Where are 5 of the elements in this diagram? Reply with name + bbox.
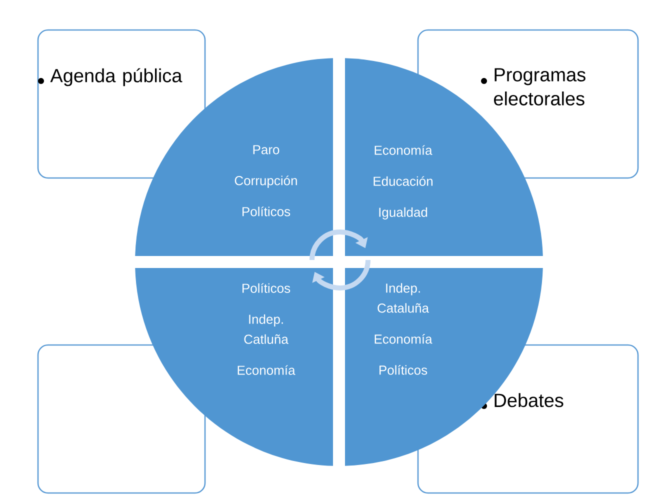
text-box: [37, 344, 206, 494]
curved-arrow: [312, 260, 370, 290]
text-box: [37, 29, 206, 179]
quadrant-segment: Políticos Indep. Catluña Economía: [135, 268, 333, 466]
curved-arrow: [310, 229, 368, 260]
